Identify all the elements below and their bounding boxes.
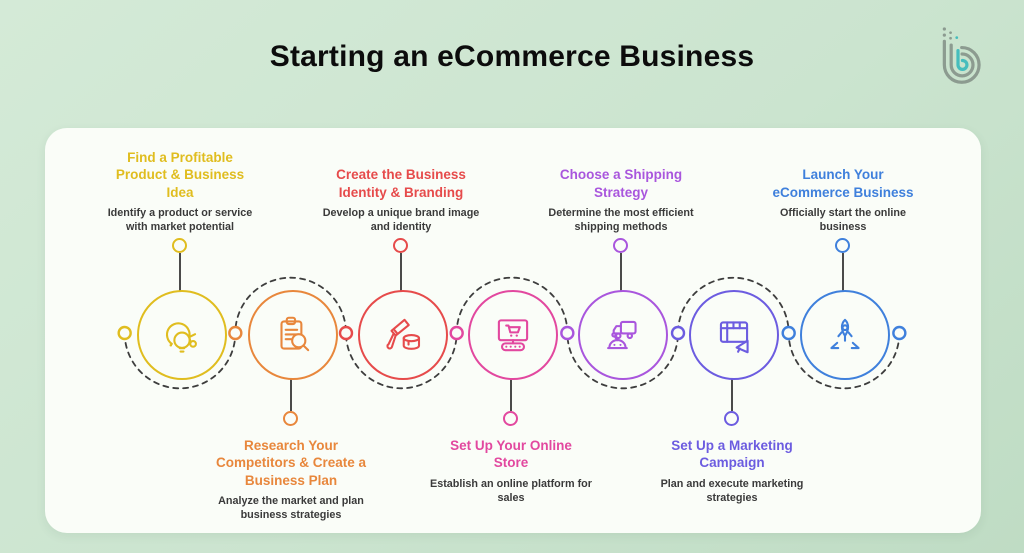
step-circle — [689, 290, 779, 380]
step-3: Create the Business Identity & Branding … — [313, 128, 489, 533]
step-description: Analyze the market and plan business str… — [218, 494, 364, 521]
step-text-block: Launch Your eCommerce Business Officiall… — [755, 148, 931, 234]
connector-stem — [179, 253, 181, 291]
step-title: Find a Profitable Product & Business Ide… — [115, 150, 245, 200]
step-title: Set Up a Marketing Campaign — [671, 438, 793, 471]
step-text-block: Find a Profitable Product & Business Ide… — [92, 148, 268, 234]
step-text-block: Choose a Shipping Strategy Determine the… — [533, 148, 709, 234]
step-circle — [358, 290, 448, 380]
lightbulb-idea-icon — [165, 322, 197, 353]
step-description: Identify a product or service with marke… — [107, 207, 253, 234]
step-5: Choose a Shipping Strategy Determine the… — [533, 128, 709, 533]
online-store-icon — [497, 319, 529, 352]
connector-stem — [620, 253, 622, 291]
connector-dot — [393, 238, 408, 253]
step-text-block: Research Your Competitors & Create a Bus… — [203, 437, 379, 522]
step-text-block: Set Up a Marketing Campaign Plan and exe… — [644, 437, 820, 505]
shipping-truck-icon — [607, 320, 637, 350]
step-6: Set Up a Marketing Campaign Plan and exe… — [644, 128, 820, 533]
step-description: Plan and execute marketing strategies — [660, 477, 804, 504]
connector-dot — [613, 238, 628, 253]
step-7: Launch Your eCommerce Business Officiall… — [755, 128, 931, 533]
connector-dot — [172, 238, 187, 253]
step-text-block: Set Up Your Online Store Establish an on… — [423, 437, 599, 505]
page-title: Starting an eCommerce Business — [269, 40, 755, 73]
connector-stem — [510, 376, 512, 411]
connector-stem — [400, 253, 402, 291]
step-title: Choose a Shipping Strategy — [559, 167, 683, 200]
step-circle — [248, 290, 338, 380]
step-description: Determine the most efficient shipping me… — [548, 207, 694, 234]
step-title: Launch Your eCommerce Business — [772, 167, 914, 200]
step-1: Find a Profitable Product & Business Ide… — [92, 128, 268, 533]
step-title: Create the Business Identity & Branding — [336, 167, 466, 200]
paintbrush-branding-icon — [386, 318, 421, 350]
step-title: Set Up Your Online Store — [450, 438, 572, 471]
connector-stem — [290, 376, 292, 411]
connector-dot — [503, 411, 518, 426]
step-title: Research Your Competitors & Create a Bus… — [215, 438, 367, 488]
step-description: Establish an online platform for sales — [430, 477, 592, 504]
step-text-block: Create the Business Identity & Branding … — [313, 148, 489, 234]
brand-logo — [942, 27, 981, 84]
connector-dot — [724, 411, 739, 426]
marketing-megaphone-icon — [719, 321, 749, 354]
step-circle — [800, 290, 890, 380]
step-2: Research Your Competitors & Create a Bus… — [203, 128, 379, 533]
connector-stem — [842, 253, 844, 291]
rocket-launch-icon — [830, 318, 860, 350]
step-circle — [137, 290, 227, 380]
step-circle — [468, 290, 558, 380]
connector-dot — [835, 238, 850, 253]
clipboard-research-icon — [280, 316, 310, 352]
connector-stem — [731, 376, 733, 411]
step-description: Develop a unique brand image and identit… — [322, 207, 480, 234]
step-4: Set Up Your Online Store Establish an on… — [423, 128, 599, 533]
connector-dot — [283, 411, 298, 426]
step-description: Officially start the online business — [780, 207, 906, 234]
step-circle — [578, 290, 668, 380]
